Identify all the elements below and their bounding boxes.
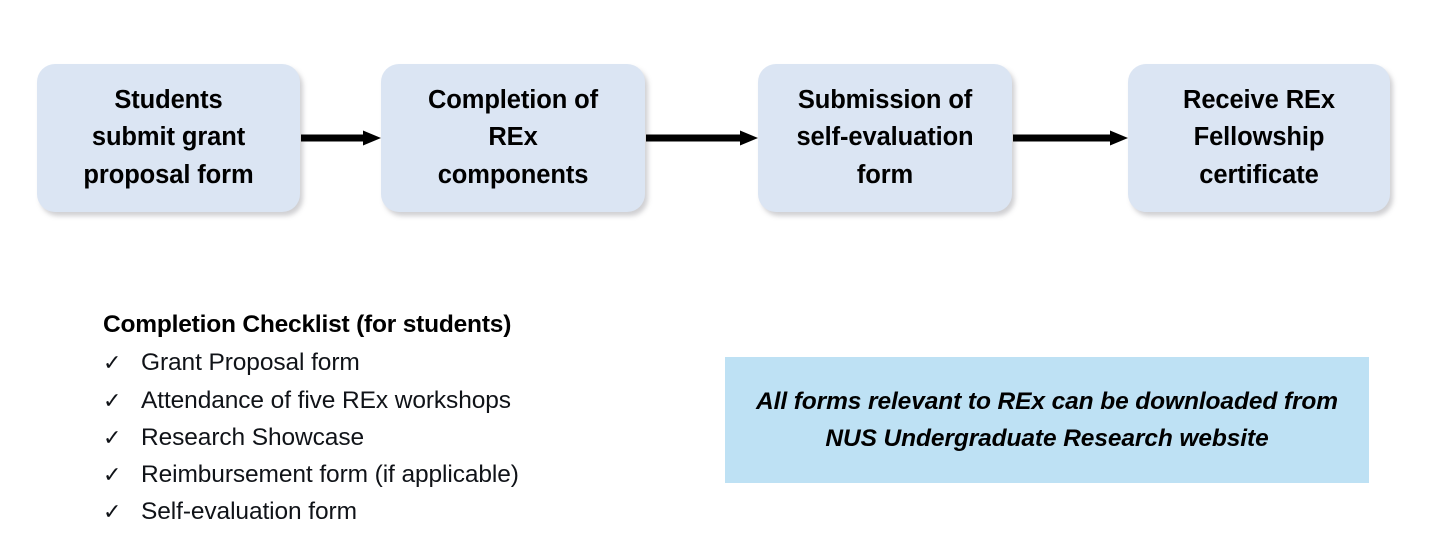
info-callout: All forms relevant to REx can be downloa… [725, 357, 1369, 483]
list-item-label: Reimbursement form (if applicable) [141, 461, 519, 489]
flow-step-fellowship-certificate[interactable]: Receive REx Fellowship certificate [1128, 64, 1390, 212]
check-mark-icon: ✓ [103, 463, 122, 489]
list-item-label: Grant Proposal form [141, 349, 360, 377]
flow-step-label: Students submit grant proposal form [83, 85, 254, 189]
check-mark-icon: ✓ [103, 388, 122, 414]
list-item[interactable]: ✓ Grant Proposal form [103, 344, 703, 381]
list-item[interactable]: ✓ Self-evaluation form [103, 493, 703, 530]
list-item[interactable]: ✓ Reimbursement form (if applicable) [103, 456, 703, 493]
checklist-title: Completion Checklist (for students) [103, 311, 512, 338]
flow-step-label: Receive REx Fellowship certificate [1183, 85, 1335, 189]
checklist-items: ✓ Grant Proposal form ✓ Attendance of fi… [103, 344, 703, 530]
process-flow-row: Students submit grant proposal form Comp… [0, 64, 1444, 212]
flow-step-label: Submission of self-evaluation form [796, 85, 974, 189]
completion-checklist: Completion Checklist (for students) ✓ Gr… [103, 309, 703, 531]
arrow-right-icon [1013, 130, 1128, 146]
arrow-right-icon [301, 130, 381, 146]
list-item-label: Research Showcase [141, 423, 364, 451]
flow-step-rex-components[interactable]: Completion of REx components [381, 64, 645, 212]
check-mark-icon: ✓ [103, 351, 122, 377]
info-callout-text: All forms relevant to REx can be downloa… [756, 387, 1338, 452]
list-item-label: Self-evaluation form [141, 498, 357, 526]
list-item[interactable]: ✓ Research Showcase [103, 419, 703, 456]
list-item[interactable]: ✓ Attendance of five REx workshops [103, 382, 703, 419]
flow-step-self-evaluation[interactable]: Submission of self-evaluation form [758, 64, 1012, 212]
flow-step-grant-proposal[interactable]: Students submit grant proposal form [37, 64, 300, 212]
arrow-right-icon [646, 130, 758, 146]
flow-step-label: Completion of REx components [427, 85, 599, 189]
check-mark-icon: ✓ [103, 425, 122, 451]
list-item-label: Attendance of five REx workshops [141, 386, 511, 414]
check-mark-icon: ✓ [103, 500, 122, 526]
